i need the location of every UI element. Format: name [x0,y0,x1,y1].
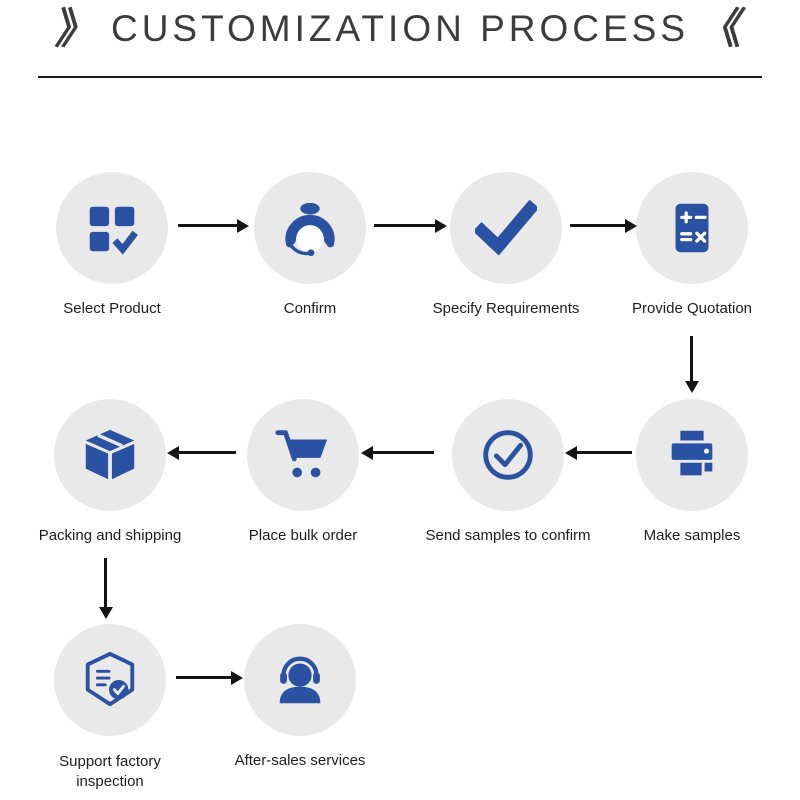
step-specify-requirements: Specify Requirements [433,172,579,317]
step-label: Provide Quotation [631,300,753,317]
arrow-right-icon [178,224,238,227]
step-label: After-sales services [234,752,366,769]
step-place-bulk-order: Place bulk order [233,399,373,544]
step-label: Specify Requirements [432,300,580,317]
step-send-samples: Send samples to confirm [425,399,591,544]
step-label: Place bulk order [248,527,358,544]
package-box-icon [85,429,135,480]
step-select-product: Select Product [42,172,182,317]
step-label: Select Product [63,300,161,317]
select-product-icon [89,206,138,255]
arrow-right-icon [374,224,436,227]
step-label: Send samples to confirm [425,527,591,544]
step-circle [247,399,359,511]
arrow-down-icon [690,336,693,382]
calculator-icon [675,203,709,253]
step-circle [244,624,356,736]
arrow-down-icon [104,558,107,608]
step-circle [452,399,564,511]
step-circle [56,172,168,284]
right-chevrons-icon: 《 [696,5,748,52]
title-text: CUSTOMIZATION PROCESS [110,8,690,49]
step-after-sales: After-sales services [230,624,370,769]
step-packing-shipping: Packing and shipping [38,399,182,544]
page-title: 》 CUSTOMIZATION PROCESS 《 [0,5,800,52]
step-circle [54,399,166,511]
printer-icon [671,430,713,476]
arrow-left-icon [178,451,236,454]
title-divider [38,76,762,78]
step-circle [54,624,166,736]
step-factory-inspection: Support factory inspection [40,624,180,793]
step-circle [450,172,562,284]
shopping-cart-icon [275,430,328,478]
step-confirm: Confirm [240,172,380,317]
arrow-right-icon [570,224,626,227]
step-circle [636,399,748,511]
check-circle-icon [483,430,533,480]
arrow-left-icon [372,451,434,454]
headset-support-icon [279,656,321,704]
step-provide-quotation: Provide Quotation [622,172,762,317]
step-label: Support factory inspection [59,753,161,791]
step-label: Make samples [643,527,741,544]
factory-inspection-icon [85,651,135,707]
step-make-samples: Make samples [622,399,762,544]
step-circle [254,172,366,284]
arrow-left-icon [576,451,632,454]
step-label: Confirm [283,300,337,317]
left-chevrons-icon: 》 [52,5,104,52]
arrow-right-icon [176,676,232,679]
step-label: Packing and shipping [38,527,182,544]
customer-service-icon [285,202,335,257]
checkmark-icon [475,199,537,256]
step-circle [636,172,748,284]
